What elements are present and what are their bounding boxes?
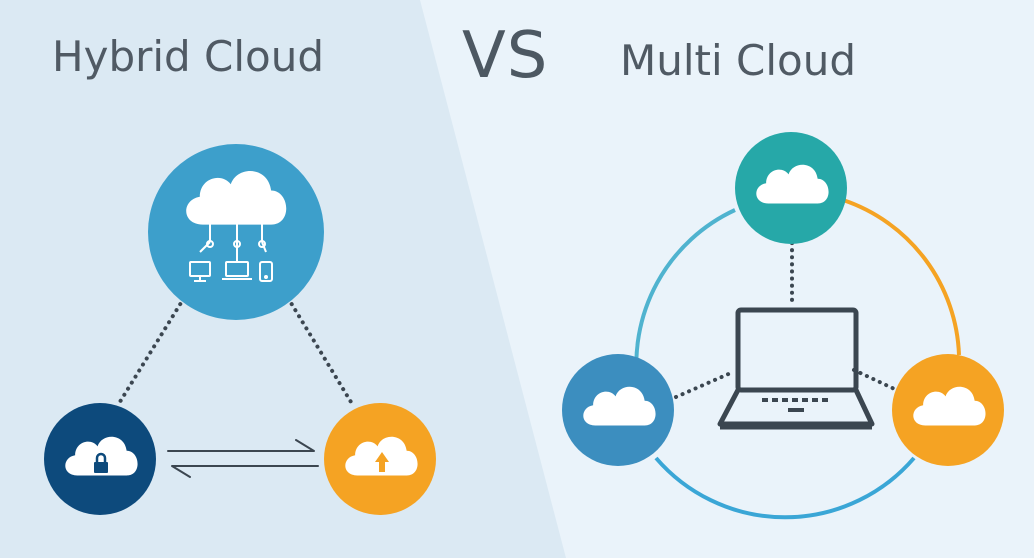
connector-central-private <box>116 296 186 407</box>
hybrid-cloud-diagram <box>44 144 436 515</box>
multi-cloud-diagram <box>562 132 1004 520</box>
hybrid-cloud-title: Hybrid Cloud <box>52 32 325 81</box>
connector-central-public <box>286 296 356 409</box>
public-cloud-node <box>324 403 436 515</box>
cloud-upload-icon <box>345 436 418 476</box>
top-cloud-node <box>735 132 847 244</box>
cloud-lock-icon <box>65 436 138 476</box>
exchange-arrows-icon <box>167 439 319 478</box>
left-cloud-node <box>562 354 674 466</box>
ring-arc-bottom <box>654 456 916 520</box>
multi-cloud-title: Multi Cloud <box>620 36 856 85</box>
central-cloud-node <box>148 144 324 320</box>
right-cloud-node <box>892 354 1004 466</box>
cloud-with-devices-icon <box>186 171 287 282</box>
laptop-icon <box>717 307 875 430</box>
ring-arc-right <box>842 198 961 356</box>
private-cloud-node <box>44 403 156 515</box>
connector-right <box>852 368 905 395</box>
vs-label: VS <box>462 19 549 93</box>
